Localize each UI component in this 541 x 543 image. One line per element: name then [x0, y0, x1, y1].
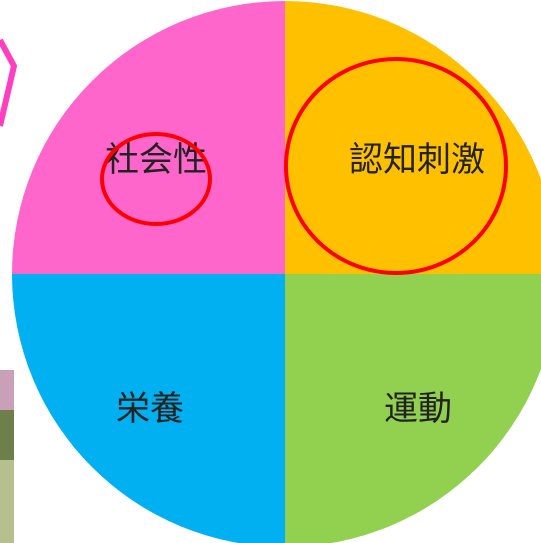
quadrant-bottom-right	[285, 274, 541, 543]
highlight-circle-cognitive	[284, 57, 508, 275]
quadrant-label-top-left: 社会性	[105, 140, 207, 180]
quadrant-label-top-right: 認知刺激	[349, 140, 485, 180]
highlight-circle-social	[100, 132, 212, 226]
pink-arrow-fragment	[0, 38, 17, 127]
photo-fragment	[0, 370, 14, 543]
quadrant-label-bottom-right: 運動	[384, 389, 452, 429]
quadrant-bottom-left	[12, 274, 285, 543]
quadrant-label-bottom-left: 栄養	[116, 389, 184, 429]
quadrant-top-left	[12, 1, 285, 274]
